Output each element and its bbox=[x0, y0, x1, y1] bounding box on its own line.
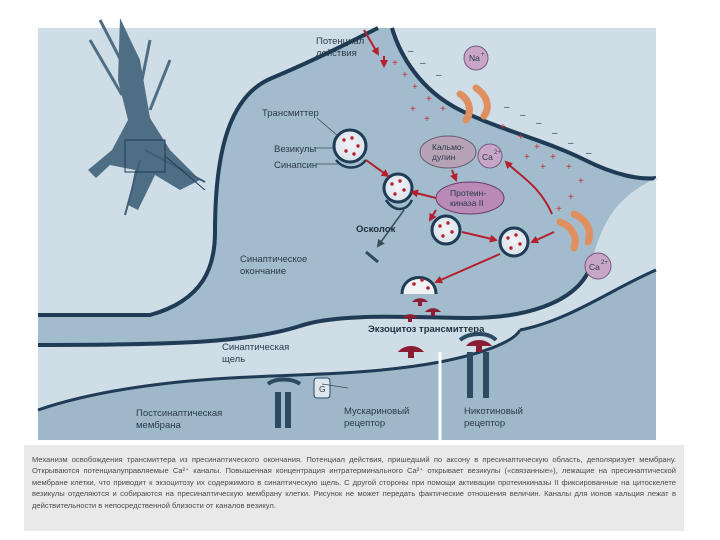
label-kinase-2: киназа II bbox=[450, 198, 484, 208]
svg-text:+: + bbox=[524, 152, 530, 163]
muscarinic-g-label: G bbox=[319, 384, 326, 394]
minus-charges: ––– ––– ––– bbox=[408, 46, 592, 159]
svg-text:–: – bbox=[552, 128, 558, 139]
svg-text:+: + bbox=[402, 70, 408, 81]
pathway-arrows bbox=[363, 29, 555, 284]
svg-text:+: + bbox=[540, 162, 546, 173]
nicotinic-receptor-shape bbox=[458, 332, 498, 398]
label-action-potential-1: Потенциал bbox=[316, 36, 364, 47]
svg-text:+: + bbox=[578, 176, 584, 187]
na-ion-shape bbox=[463, 45, 489, 71]
label-exocytosis: Экзоцитоз трансмиттера bbox=[368, 324, 485, 335]
svg-text:+: + bbox=[566, 162, 572, 173]
svg-text:+: + bbox=[550, 152, 556, 163]
svg-text:–: – bbox=[408, 46, 414, 57]
ca-channel bbox=[556, 210, 593, 252]
label-cleft-1: Синаптическая bbox=[222, 342, 289, 353]
postsynaptic-cell bbox=[38, 330, 520, 440]
label-calmodulin-2: дулин bbox=[432, 152, 456, 162]
calmodulin-shape bbox=[419, 135, 477, 169]
figure-caption: Механизм освобождения трансмиттера из пр… bbox=[24, 445, 684, 531]
caption-text: Механизм освобождения трансмиттера из пр… bbox=[32, 455, 676, 510]
ca-ion-outer bbox=[584, 252, 612, 280]
label-transmitter: Трансмиттер bbox=[262, 108, 319, 119]
plus-charges: +++ ++ +++ +++ ++ ++ ++ bbox=[392, 58, 584, 215]
label-action-potential-2: действия bbox=[316, 48, 357, 59]
label-postsyn-2: мембрана bbox=[136, 420, 181, 431]
svg-text:–: – bbox=[504, 102, 510, 113]
label-synapsin: Синапсин bbox=[274, 160, 317, 171]
svg-text:+: + bbox=[518, 132, 524, 143]
svg-text:–: – bbox=[568, 138, 574, 149]
svg-text:+: + bbox=[412, 82, 418, 93]
muscarinic-receptor-shape bbox=[266, 377, 331, 428]
svg-text:+: + bbox=[534, 142, 540, 153]
label-ca-outer-charge: 2+ bbox=[601, 260, 608, 266]
label-cleft-2: щель bbox=[222, 354, 245, 365]
ca-ion-inner bbox=[477, 143, 503, 169]
svg-text:+: + bbox=[440, 104, 446, 115]
svg-text:–: – bbox=[436, 70, 442, 81]
neurotransmitter-molecules bbox=[398, 298, 492, 358]
na-channel bbox=[456, 84, 491, 124]
label-fragment: Осколок bbox=[356, 224, 396, 235]
label-nicotinic-2: рецептор bbox=[464, 418, 505, 429]
vesicles bbox=[332, 128, 530, 258]
label-calmodulin-1: Кальмо- bbox=[432, 142, 465, 152]
svg-text:+: + bbox=[556, 204, 562, 215]
label-muscarinic-2: рецептор bbox=[344, 418, 385, 429]
label-terminal-2: окончание bbox=[240, 266, 286, 277]
svg-text:–: – bbox=[520, 110, 526, 121]
svg-text:–: – bbox=[420, 58, 426, 69]
label-muscarinic-1: Мускариновый bbox=[344, 406, 409, 417]
svg-text:+: + bbox=[424, 114, 430, 125]
svg-text:+: + bbox=[500, 122, 506, 133]
svg-text:–: – bbox=[586, 148, 592, 159]
svg-text:+: + bbox=[568, 192, 574, 203]
label-vesicle: Везикулы bbox=[274, 144, 316, 155]
neuron-inset bbox=[88, 18, 206, 216]
svg-text:–: – bbox=[536, 118, 542, 129]
label-terminal-1: Синаптическое bbox=[240, 254, 307, 265]
exocytosis-pore bbox=[400, 276, 438, 295]
label-nicotinic-1: Никотиновый bbox=[464, 406, 523, 417]
svg-text:+: + bbox=[410, 104, 416, 115]
label-na-charge: + bbox=[481, 52, 485, 58]
svg-text:+: + bbox=[426, 94, 432, 105]
label-ca-outer: Ca bbox=[589, 262, 600, 272]
label-postsyn-1: Постсинаптическая bbox=[136, 408, 222, 419]
label-ca-inner: Ca bbox=[482, 152, 493, 162]
label-ca-inner-charge: 2+ bbox=[494, 150, 501, 156]
svg-text:+: + bbox=[392, 58, 398, 69]
label-na: Na bbox=[469, 53, 480, 63]
label-kinase-1: Протеин- bbox=[450, 188, 486, 198]
